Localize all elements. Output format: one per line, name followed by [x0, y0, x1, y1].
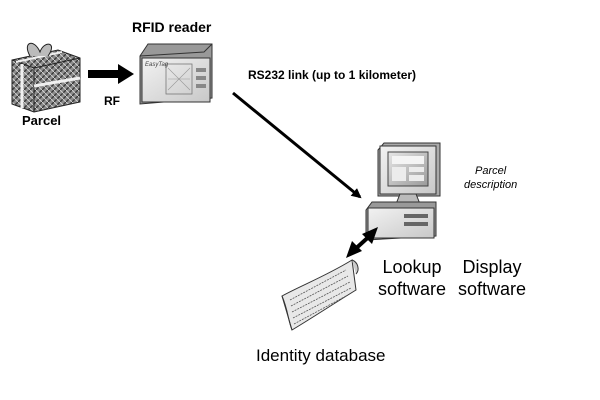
reader-brand-text: EasyTag: [145, 62, 169, 68]
parcel-description-line1: Parcel: [475, 165, 507, 177]
desktop-computer-icon: [365, 142, 441, 241]
rfid-reader-label: RFID reader: [132, 19, 212, 35]
database-link-arrow: [346, 227, 378, 258]
lookup-software-label: Lookup software: [378, 256, 446, 300]
rf-label: RF: [104, 94, 120, 108]
display-software-label: Display software: [458, 256, 526, 300]
rfid-reader-device-icon: [139, 43, 213, 105]
parcel-icon: [11, 42, 81, 113]
rf-arrow: [88, 64, 134, 84]
rs232-link-label: RS232 link (up to 1 kilometer): [248, 68, 417, 82]
display-line2: software: [458, 279, 527, 299]
lookup-line1: Lookup: [382, 257, 442, 277]
rs232-link-arrow: [232, 91, 362, 199]
parcel-label: Parcel: [22, 113, 62, 128]
parcel-description-line2: description: [464, 179, 518, 191]
paper-scroll-icon: [281, 259, 359, 331]
parcel-description-label: Parcel description: [464, 164, 517, 192]
display-line1: Display: [462, 257, 522, 277]
lookup-line2: software: [378, 279, 447, 299]
identity-database-label: Identity database: [256, 346, 386, 365]
